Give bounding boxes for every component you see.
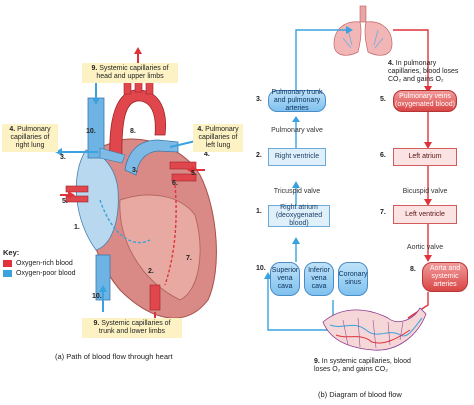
aorta-box: Aorta and systemic arteries xyxy=(422,262,468,292)
note-text: In systemic capillaries, blood loses O₂ … xyxy=(314,358,411,373)
superior-vena-cava-box: Superior vena cava xyxy=(270,262,300,296)
note-text: In pulmonary capillaries, blood loses CO… xyxy=(388,60,459,83)
heart-step-3-right: 3. xyxy=(60,154,66,161)
heart-step-3-left: 3. xyxy=(132,167,138,174)
inferior-vena-cava-box: Inferior vena cava xyxy=(304,262,334,296)
flow-num-1: 1. xyxy=(256,208,262,215)
flow-num-5: 5. xyxy=(380,96,386,103)
heart-step-4: 4. xyxy=(204,151,210,158)
heart-step-8: 8. xyxy=(130,128,136,135)
coronary-sinus-box: Coronary sinus xyxy=(338,262,368,296)
note-text: Pulmonary capillaries of right lung xyxy=(10,126,51,149)
pulmonary-veins-box: Pulmonary veins (oxygenated blood) xyxy=(393,90,457,112)
note-text: Systemic capillaries of head and upper l… xyxy=(96,65,169,80)
capillary-bed-icon xyxy=(322,307,427,351)
heart-step-6: 6. xyxy=(172,180,178,187)
note-text: Pulmonary capillaries of left lung xyxy=(198,126,239,149)
key-label: Oxygen-rich blood xyxy=(16,260,73,267)
note-number: 9. xyxy=(314,358,320,365)
right-ventricle-box: Right ventricle xyxy=(268,148,326,166)
note-right-lung: 4. Pulmonary capillaries of right lung xyxy=(2,124,58,152)
flow-num-3: 3. xyxy=(256,96,262,103)
heart-step-1: 1. xyxy=(74,224,80,231)
flow-num-6: 6. xyxy=(380,152,386,159)
flow-connectors xyxy=(264,5,432,351)
note-number: 4. xyxy=(388,60,394,67)
note-number: 4. xyxy=(197,126,204,133)
note-number: 4. xyxy=(9,126,16,133)
pulmonary-trunk-box: Pulmonary trunk and pulmonary arteries xyxy=(268,89,326,112)
bicuspid-valve-label: Bicuspid valve xyxy=(402,188,448,195)
left-ventricle-box: Left ventricle xyxy=(393,205,457,224)
note-number: 9. xyxy=(91,65,98,72)
flow-num-10: 10. xyxy=(256,265,266,272)
heart-step-5-left: 5. xyxy=(191,170,197,177)
heart-illustration xyxy=(55,47,217,335)
caption-a: (a) Path of blood flow through heart xyxy=(55,352,173,361)
key-item-oxygen-poor: Oxygen-poor blood xyxy=(3,270,76,277)
blue-swatch xyxy=(3,270,12,277)
left-atrium-box: Left atrium xyxy=(393,148,457,166)
right-atrium-box: Right atrium (deoxygenated blood) xyxy=(268,204,330,227)
pulmonary-valve-label: Pulmonary valve xyxy=(271,127,323,134)
heart-step-2: 2. xyxy=(148,268,154,275)
note-text: Systemic capillaries of trunk and lower … xyxy=(98,320,171,335)
color-key: Key: Oxygen-rich blood Oxygen-poor blood xyxy=(3,248,76,277)
flow-num-7: 7. xyxy=(380,209,386,216)
key-label: Oxygen-poor blood xyxy=(16,270,76,277)
heart-step-5-right: 5. xyxy=(62,198,68,205)
heart-step-10-bottom: 10. xyxy=(92,293,102,300)
flow-num-8: 8. xyxy=(410,266,416,273)
key-title: Key: xyxy=(3,248,20,257)
key-item-oxygen-rich: Oxygen-rich blood xyxy=(3,260,76,267)
lungs-note: 4. In pulmonary capillaries, blood loses… xyxy=(388,60,470,84)
flow-num-2: 2. xyxy=(256,152,262,159)
note-trunk-lower-limbs: 9. Systemic capillaries of trunk and low… xyxy=(82,318,182,338)
systemic-note: 9. In systemic capillaries, blood loses … xyxy=(314,358,414,374)
red-swatch xyxy=(3,260,12,267)
note-head-upper-limbs: 9. Systemic capillaries of head and uppe… xyxy=(82,63,178,83)
aortic-valve-label: Aortic valve xyxy=(406,244,444,251)
heart-step-7: 7. xyxy=(186,255,192,262)
note-left-lung: 4. Pulmonary capillaries of left lung xyxy=(193,124,243,152)
caption-b: (b) Diagram of blood flow xyxy=(318,390,402,399)
tricuspid-valve-label: Tricuspid valve xyxy=(273,188,321,195)
heart-step-10-top: 10. xyxy=(86,128,96,135)
note-number: 9. xyxy=(93,320,100,327)
